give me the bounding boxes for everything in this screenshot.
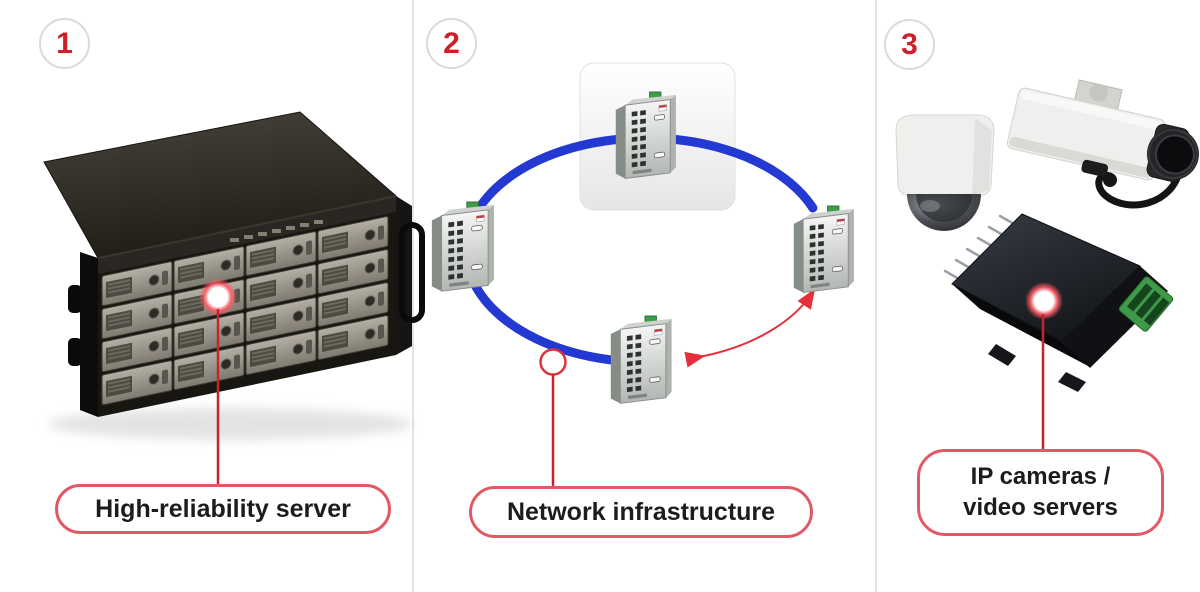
step-3-badge: 3 xyxy=(884,19,935,70)
ring-blue-arc xyxy=(461,133,818,367)
callout-marker xyxy=(1025,282,1063,320)
server-front-logo-marks xyxy=(230,220,323,242)
ethernet-switch-icon xyxy=(431,201,495,292)
callout-marker xyxy=(199,278,237,316)
step-2-badge: 2 xyxy=(426,18,477,69)
panel-divider xyxy=(412,0,414,592)
video-server-illustration xyxy=(943,213,1174,392)
label-text-line1: IP cameras / xyxy=(970,462,1111,490)
box-camera-illustration xyxy=(1006,79,1199,209)
label-high-reliability-server: High-reliability server xyxy=(55,484,391,534)
label-ip-cameras-video-servers: IP cameras / video servers xyxy=(917,449,1164,536)
ring-red-arrow xyxy=(684,288,816,368)
connector-pins xyxy=(943,214,1016,281)
label-network-infrastructure: Network infrastructure xyxy=(469,486,813,538)
label-text-line2: video servers xyxy=(963,493,1118,521)
drive-bay-grid xyxy=(101,215,389,406)
dome-camera-illustration xyxy=(895,114,995,231)
step-1-badge: 1 xyxy=(39,18,90,69)
highlight-card xyxy=(579,62,736,211)
rack-server-illustration xyxy=(43,111,425,440)
panel-divider xyxy=(875,0,877,592)
label-text: Network infrastructure xyxy=(506,498,776,526)
switch-ring-illustration xyxy=(431,62,855,404)
label-text: High-reliability server xyxy=(95,495,351,523)
ethernet-switch-icon xyxy=(610,315,673,404)
ethernet-switch-icon xyxy=(793,205,855,293)
ethernet-switch-icon xyxy=(615,91,677,179)
callout-marker xyxy=(539,348,567,376)
cameras-video-servers-illustration xyxy=(895,79,1199,392)
terminal-block xyxy=(1118,276,1174,332)
